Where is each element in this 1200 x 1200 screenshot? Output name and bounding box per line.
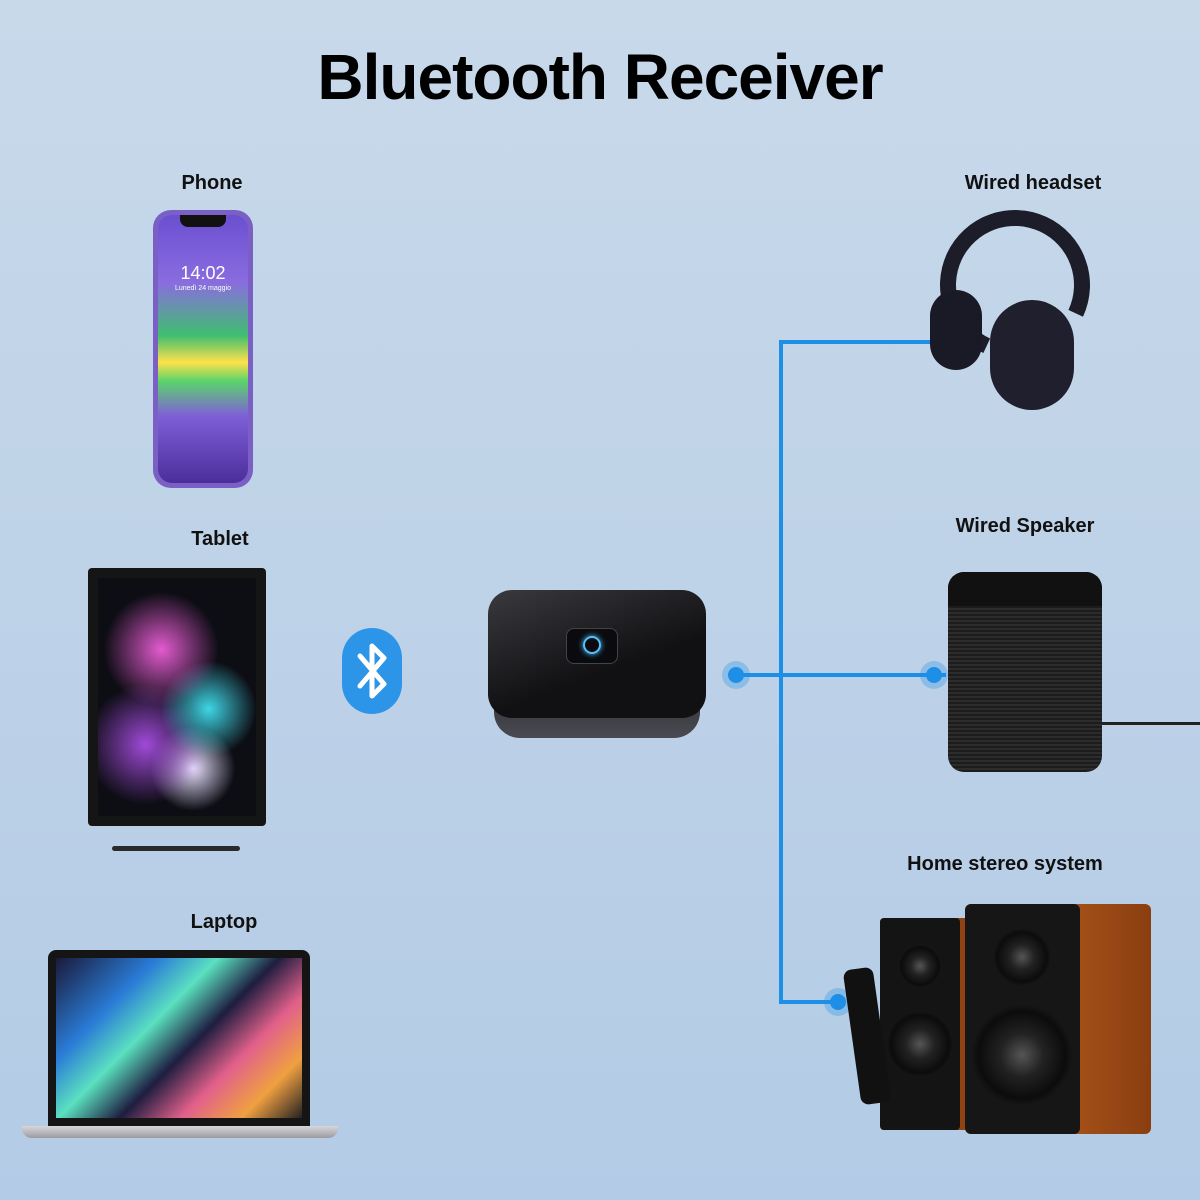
woofer-right bbox=[971, 1004, 1073, 1106]
headphones-cup-left bbox=[930, 290, 982, 370]
bluetooth-icon bbox=[342, 628, 402, 714]
stereo-speaker-right-front bbox=[965, 904, 1080, 1134]
speaker-top bbox=[948, 572, 1102, 606]
laptop-screen bbox=[56, 958, 302, 1118]
phone-screen: 14:02 Lunedì 24 maggio bbox=[158, 215, 248, 483]
laptop-base bbox=[22, 1126, 338, 1138]
phone-notch bbox=[180, 215, 226, 227]
speaker-cord bbox=[1102, 722, 1200, 725]
laptop-image bbox=[48, 950, 310, 1126]
laptop-label: Laptop bbox=[190, 911, 258, 933]
speaker-port-dot bbox=[926, 667, 942, 683]
connector-stereo bbox=[779, 1000, 839, 1004]
tweeter-right bbox=[993, 928, 1051, 986]
stylus-pen bbox=[112, 846, 240, 851]
stereo-port-dot bbox=[830, 994, 846, 1010]
stereo-label: Home stereo system bbox=[907, 853, 1103, 875]
tablet-screen bbox=[98, 578, 256, 816]
tablet-label: Tablet bbox=[191, 528, 249, 550]
stereo-speaker-left-front bbox=[880, 918, 960, 1130]
power-button bbox=[566, 628, 618, 664]
phone-image: 14:02 Lunedì 24 maggio bbox=[153, 210, 253, 488]
speaker-label: Wired Speaker bbox=[955, 515, 1095, 537]
power-icon bbox=[583, 636, 601, 654]
receiver-port-dot bbox=[728, 667, 744, 683]
phone-label: Phone bbox=[181, 172, 243, 194]
connector-headset bbox=[779, 340, 946, 344]
headset-label: Wired headset bbox=[964, 172, 1102, 194]
connector-trunk bbox=[779, 340, 783, 1004]
headphones-image bbox=[918, 188, 1112, 410]
headphones-cup-right bbox=[990, 300, 1074, 410]
tablet-image bbox=[88, 568, 266, 826]
connector-speaker bbox=[736, 673, 946, 677]
page-title: Bluetooth Receiver bbox=[317, 41, 883, 113]
phone-date: Lunedì 24 maggio bbox=[174, 285, 232, 292]
bluetooth-receiver-device bbox=[488, 590, 706, 768]
tweeter-left bbox=[898, 944, 942, 988]
woofer-left bbox=[886, 1010, 954, 1078]
phone-time: 14:02 bbox=[180, 263, 226, 283]
